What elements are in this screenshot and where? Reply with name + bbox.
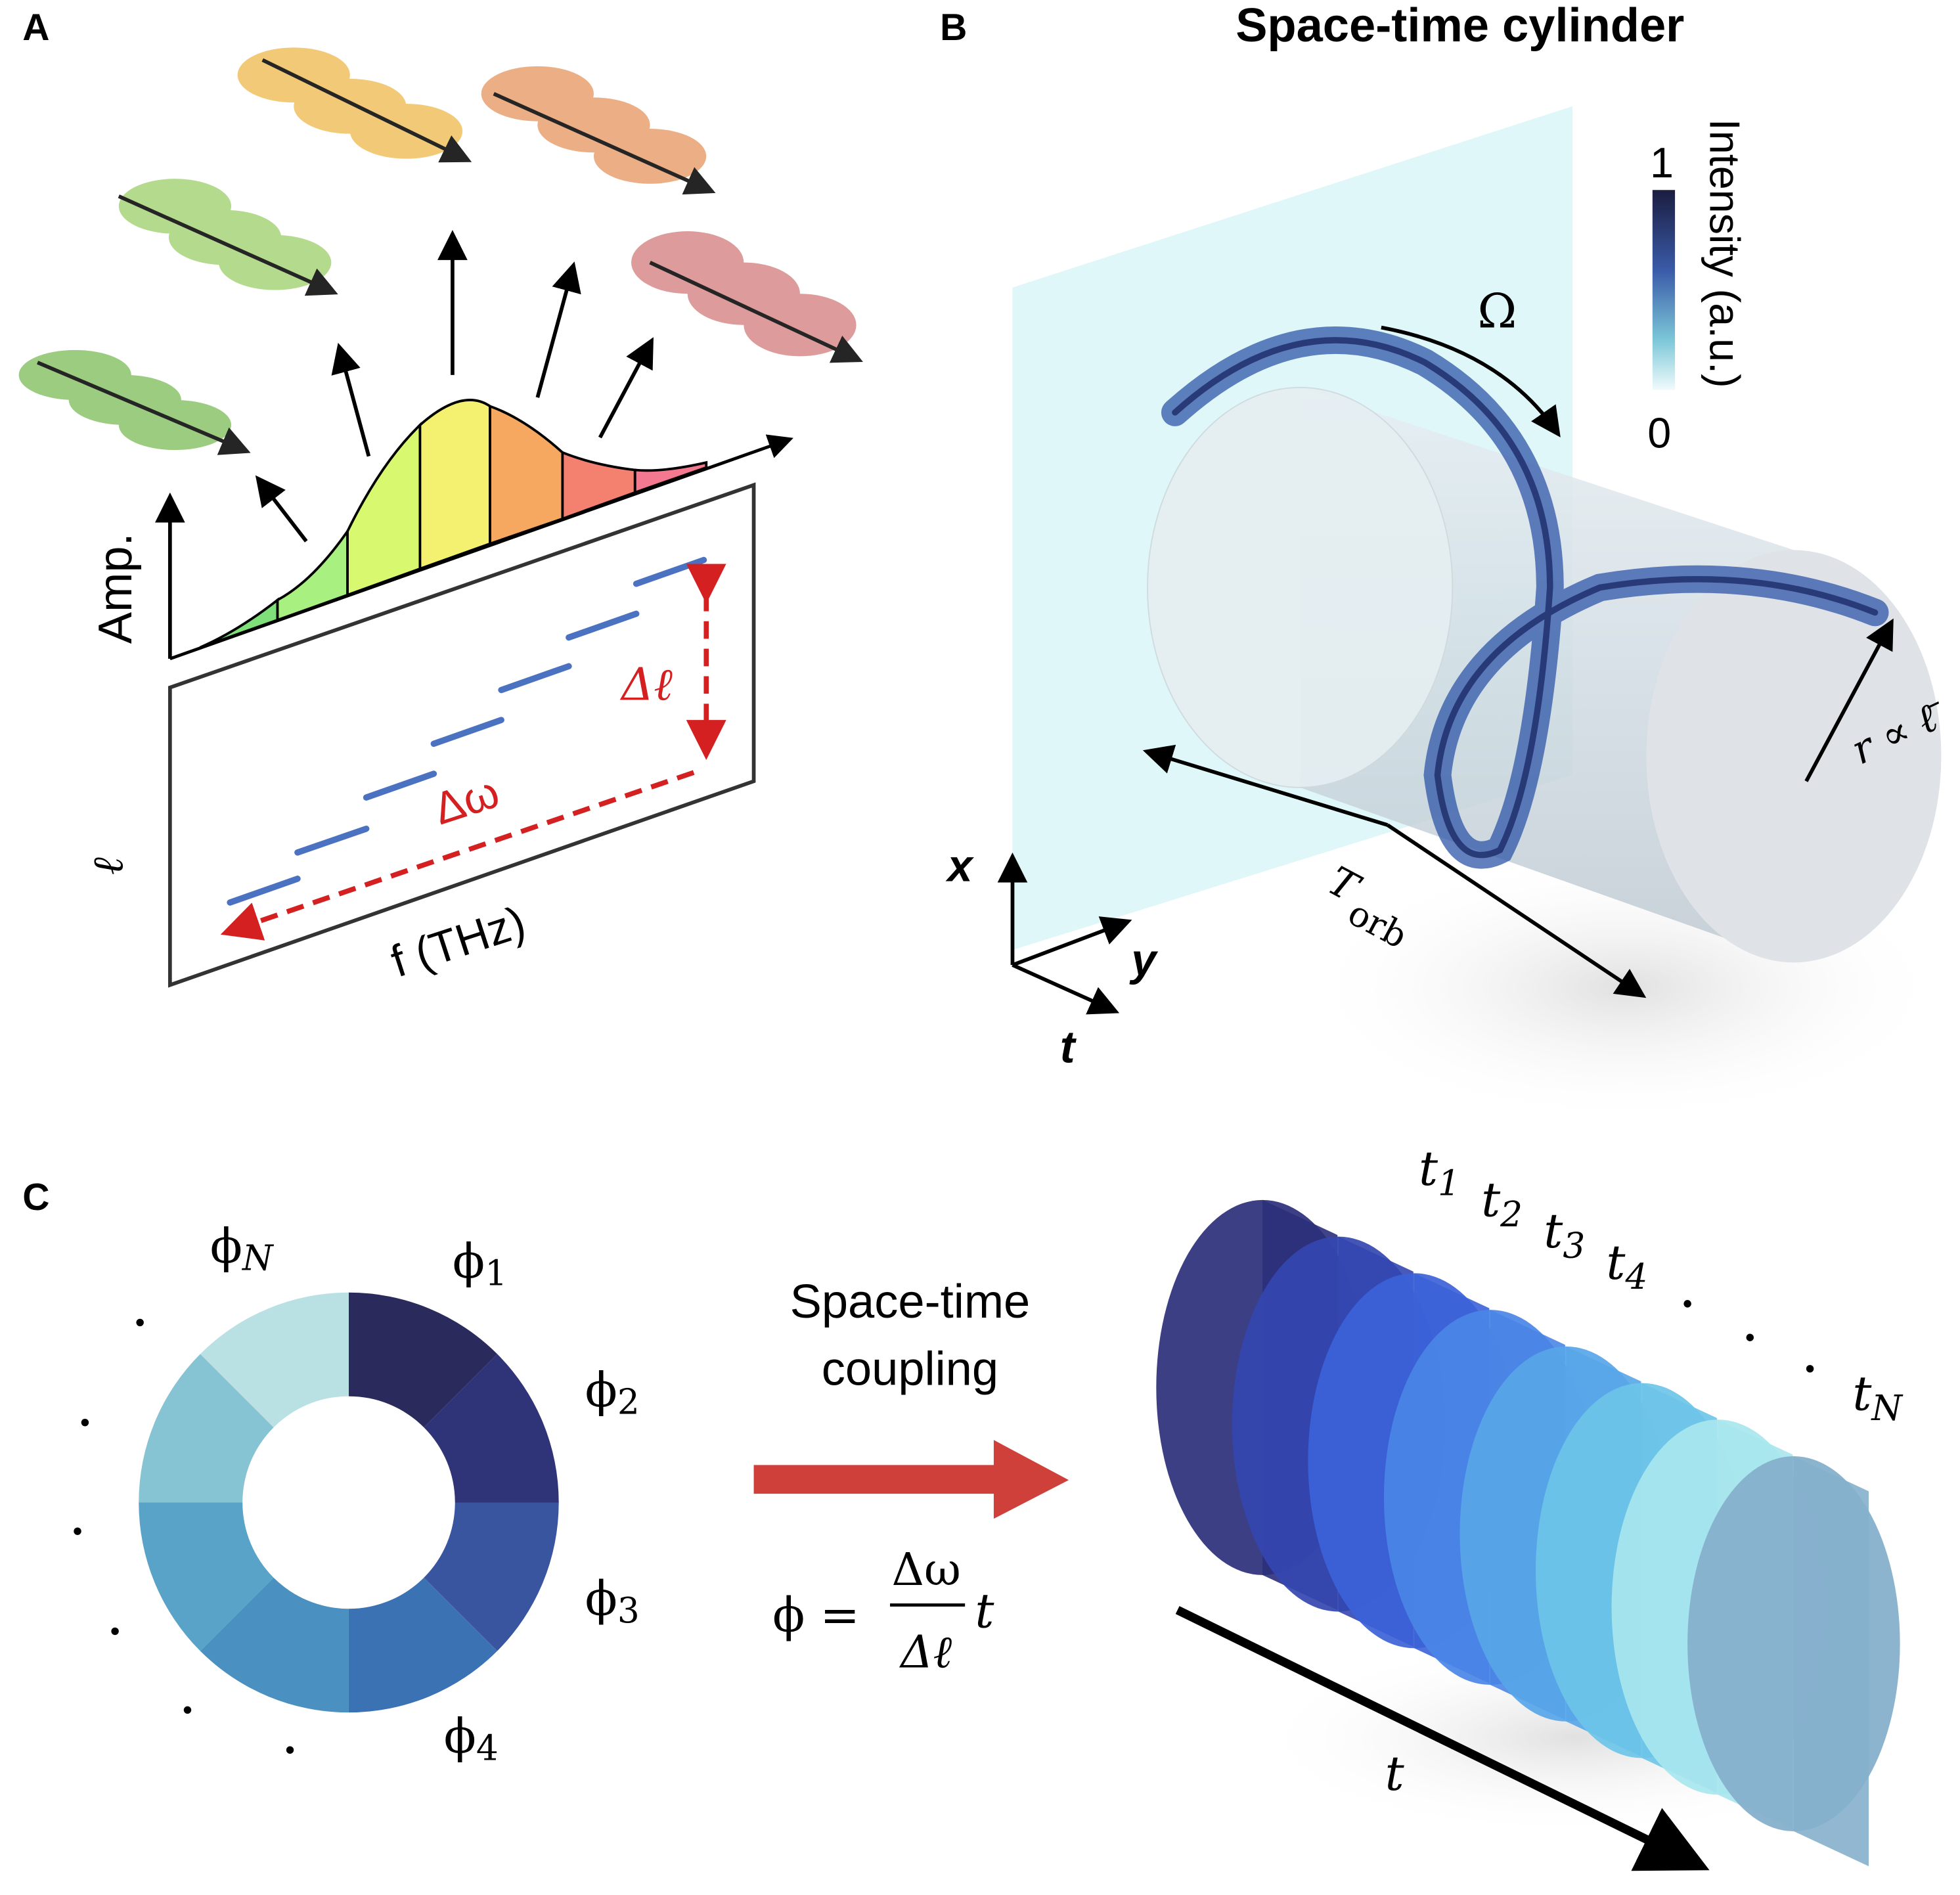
amp-axis-label: Amp. xyxy=(89,533,142,644)
radius-arrow xyxy=(1804,618,1894,782)
phase-segment xyxy=(200,1577,349,1713)
helical-beams xyxy=(18,47,863,455)
panel-label-b: B xyxy=(940,7,967,49)
ellipsis-dots xyxy=(74,1318,294,1754)
helix-beam-yellow xyxy=(237,47,472,163)
omega-label: Ω xyxy=(1477,284,1517,340)
helix-beam-green-2 xyxy=(118,179,338,296)
equation-t: t xyxy=(975,1584,994,1639)
time-label-1: t1 xyxy=(1419,1142,1460,1203)
panel-c: C ϕ1 ϕ2 ϕ3 ϕ4 ϕN Space-time coupling ϕ =… xyxy=(22,1142,1904,1871)
panel-b: B Space-time cylinder Ω r ∝ ℓ̄ T orb x xyxy=(940,0,1953,1125)
phase-segment xyxy=(424,1354,559,1503)
time-labels: t1 t2 t3 t4 tN xyxy=(1419,1142,1904,1429)
equation-lhs: ϕ = xyxy=(772,1588,860,1643)
period-arrow-left xyxy=(1142,744,1389,827)
helical-intensity-band xyxy=(1161,326,1889,869)
phase-segment xyxy=(139,1354,274,1503)
delta-l-label: Δℓ xyxy=(619,659,673,711)
equation-denominator: Δℓ xyxy=(899,1626,952,1679)
phase-labels: ϕ1 ϕ2 ϕ3 ϕ4 ϕN xyxy=(210,1219,640,1768)
delta-omega-label: Δω xyxy=(428,766,505,834)
phase-segment xyxy=(424,1502,559,1651)
axis-x-label: x xyxy=(945,841,975,891)
equation-numerator: Δω xyxy=(892,1544,961,1596)
panel-label-c: C xyxy=(22,1176,49,1218)
emission-arrows xyxy=(255,230,654,543)
phase-donut xyxy=(139,1292,559,1713)
time-axis-label: t xyxy=(1385,1747,1405,1802)
freq-axis-label: f (THz) xyxy=(385,897,531,987)
oam-axis-label: ℓ xyxy=(84,857,133,875)
time-slice-cylinder xyxy=(1156,1199,1900,1867)
phase-segment xyxy=(348,1577,498,1713)
period-arrow-right xyxy=(1386,823,1647,998)
panel-a: A xyxy=(18,7,863,988)
time-slice-disk xyxy=(1687,1456,1900,1831)
colorbar xyxy=(1652,190,1676,390)
coupling-label-line1: Space-time xyxy=(790,1276,1031,1328)
phase-label-3: ϕ3 xyxy=(585,1572,640,1631)
helix-beam-green-1 xyxy=(18,349,251,455)
phase-label-4: ϕ4 xyxy=(444,1709,499,1768)
oam-plot-frame xyxy=(167,482,756,988)
colorbar-label: Intensity (a.u.) xyxy=(1701,119,1748,388)
colorbar-max: 1 xyxy=(1650,139,1674,187)
coordinate-axes xyxy=(997,852,1132,1015)
time-ellipsis xyxy=(1683,1300,1814,1373)
time-label-4: t4 xyxy=(1606,1236,1647,1297)
axis-y-label: y xyxy=(1129,934,1158,985)
phase-label-2: ϕ2 xyxy=(585,1363,640,1422)
time-axis-arrow xyxy=(1175,1606,1710,1871)
coupling-equation: ϕ = Δω Δℓ t xyxy=(772,1544,994,1679)
helix-beam-red xyxy=(631,231,863,363)
panel-b-title: Space-time cylinder xyxy=(1236,0,1684,52)
spectrum xyxy=(199,399,708,649)
time-label-3: t3 xyxy=(1544,1204,1585,1266)
coupling-arrow xyxy=(753,1440,1069,1519)
time-label-n: tN xyxy=(1852,1367,1904,1429)
phase-segment xyxy=(200,1292,349,1428)
phase-segment xyxy=(139,1502,274,1651)
colorbar-min: 0 xyxy=(1647,409,1671,457)
oam-steps xyxy=(227,556,707,906)
phase-label-n: ϕN xyxy=(210,1219,275,1278)
axis-t-label: t xyxy=(1060,1022,1077,1073)
panel-label-a: A xyxy=(22,7,49,49)
coupling-label-line2: coupling xyxy=(822,1343,998,1396)
rotation-arrow xyxy=(1381,325,1561,437)
phase-label-1: ϕ1 xyxy=(453,1234,507,1293)
time-label-2: t2 xyxy=(1481,1173,1523,1235)
phase-segment xyxy=(348,1292,498,1428)
helix-beam-orange xyxy=(481,66,716,195)
